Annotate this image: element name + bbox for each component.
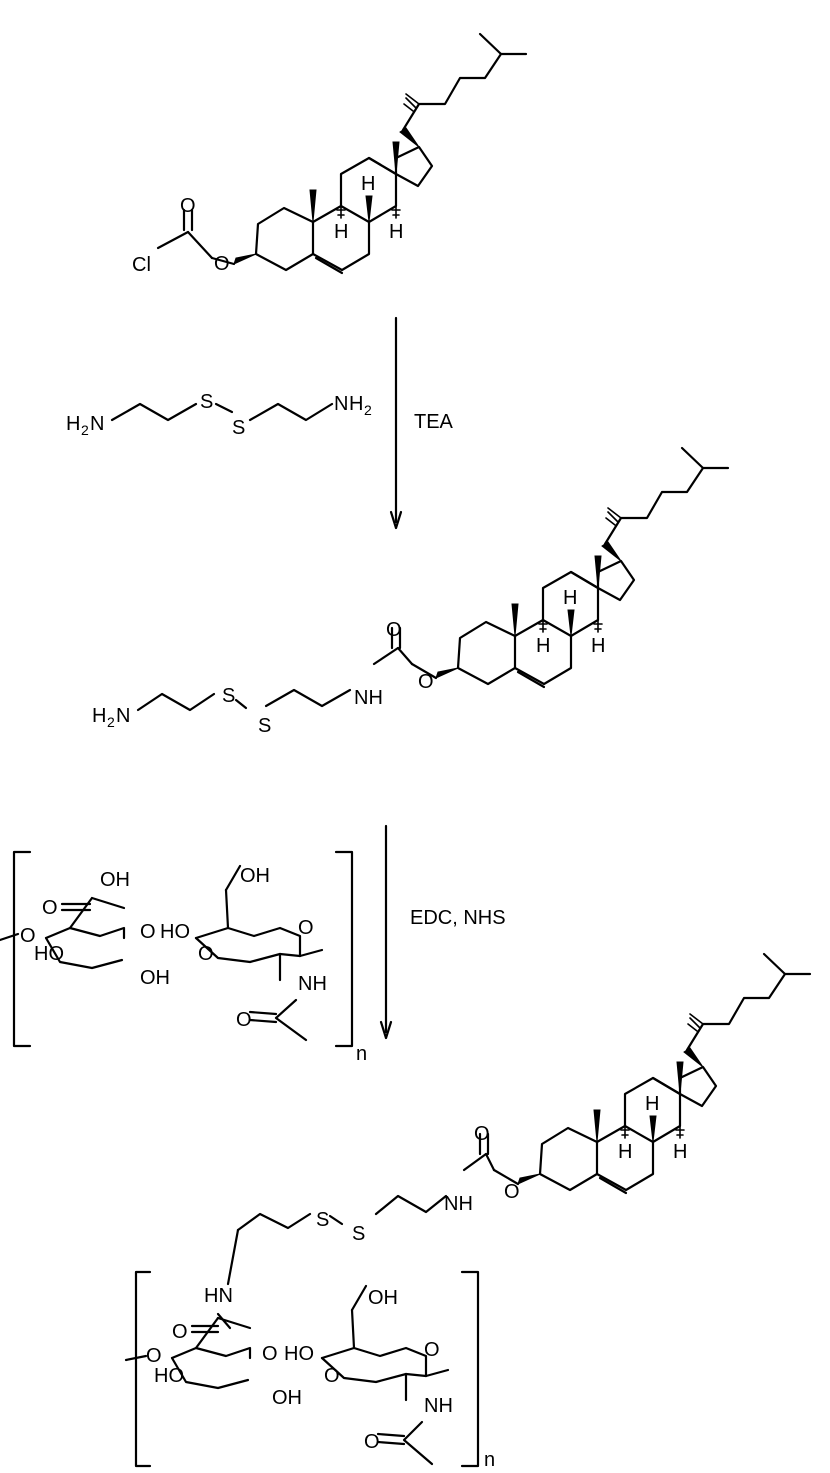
svg-text:n: n xyxy=(356,1043,367,1065)
svg-text:S: S xyxy=(222,685,235,707)
svg-text:O: O xyxy=(424,1339,440,1361)
svg-text:O: O xyxy=(418,671,434,693)
svg-text:2: 2 xyxy=(107,714,115,730)
svg-text:O: O xyxy=(214,253,230,275)
svg-text:H: H xyxy=(349,393,363,415)
svg-text:O: O xyxy=(236,1009,252,1031)
svg-text:2: 2 xyxy=(81,422,89,438)
svg-text:O: O xyxy=(262,1343,278,1365)
svg-text:S: S xyxy=(352,1223,365,1245)
svg-text:N: N xyxy=(90,413,104,435)
svg-text:O: O xyxy=(42,897,58,919)
svg-text:NH: NH xyxy=(354,687,383,709)
svg-text:S: S xyxy=(316,1209,329,1231)
svg-text:O: O xyxy=(504,1181,520,1203)
svg-text:NH: NH xyxy=(298,973,327,995)
svg-text:n: n xyxy=(484,1449,495,1471)
svg-text:O: O xyxy=(172,1321,188,1343)
svg-text:HO: HO xyxy=(154,1365,184,1387)
svg-text:N: N xyxy=(116,705,130,727)
svg-text:S: S xyxy=(232,417,245,439)
svg-text:H: H xyxy=(92,705,106,727)
svg-text:O: O xyxy=(386,619,402,641)
svg-text:NH: NH xyxy=(444,1193,473,1215)
svg-text:H: H xyxy=(66,413,80,435)
compound-1: O O Cl xyxy=(132,32,528,276)
svg-text:Cl: Cl xyxy=(132,254,151,276)
svg-text:HO: HO xyxy=(284,1343,314,1365)
svg-text:O: O xyxy=(180,195,196,217)
svg-text:OH: OH xyxy=(100,869,130,891)
svg-text:S: S xyxy=(200,391,213,413)
svg-text:O: O xyxy=(298,917,314,939)
svg-text:S: S xyxy=(258,715,271,737)
svg-text:HO: HO xyxy=(34,943,64,965)
svg-text:HO: HO xyxy=(160,921,190,943)
svg-text:NH: NH xyxy=(424,1395,453,1417)
svg-text:OH: OH xyxy=(368,1287,398,1309)
svg-text:OH: OH xyxy=(240,865,270,887)
reagent-hyaluronic-acid: n O OH O O HO HO OH O OH O NH O xyxy=(0,850,367,1065)
svg-text:O: O xyxy=(474,1123,490,1145)
reagent-label-edc-nhs: EDC, NHS xyxy=(410,907,506,929)
compound-2: O O NH S S H 2 N xyxy=(92,446,730,737)
product-conjugate: O O NH S S HN n O O O HO HO OH O OH O NH… xyxy=(124,952,812,1471)
reaction-arrow-2: EDC, NHS xyxy=(379,824,506,1040)
svg-text:OH: OH xyxy=(140,967,170,989)
reagent-cystamine: H 2 N S S N H 2 xyxy=(66,391,372,439)
svg-text:O: O xyxy=(364,1431,380,1453)
svg-text:O: O xyxy=(140,921,156,943)
svg-text:O: O xyxy=(146,1345,162,1367)
reaction-arrow-1: TEA xyxy=(389,316,454,530)
svg-text:HN: HN xyxy=(204,1285,233,1307)
svg-text:O: O xyxy=(324,1365,340,1387)
reagent-label-tea: TEA xyxy=(414,411,454,433)
svg-text:2: 2 xyxy=(364,402,372,418)
svg-text:O: O xyxy=(198,943,214,965)
svg-text:O: O xyxy=(20,925,36,947)
svg-text:N: N xyxy=(334,393,348,415)
svg-text:OH: OH xyxy=(272,1387,302,1409)
